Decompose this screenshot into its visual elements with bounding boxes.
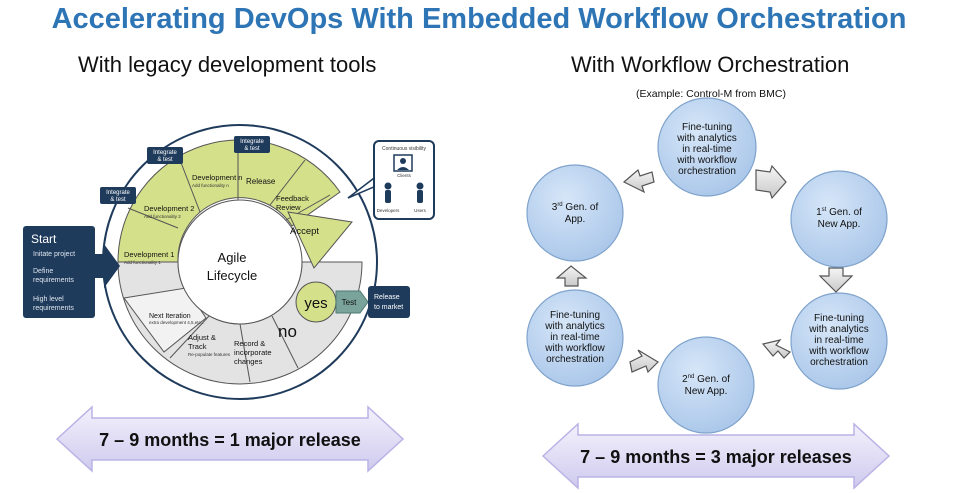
svg-text:& test: & test (110, 197, 126, 203)
visibility-title: Continuous visibility (382, 146, 426, 152)
visibility-users: Users (414, 208, 427, 213)
lifecycle-center (177, 199, 303, 325)
seg-next-sub: extra development 4,5,etc... (149, 320, 205, 325)
seg-devn-sub: Add functionality n (192, 183, 229, 188)
start-item-3a: High level (33, 296, 64, 303)
developers-icon (384, 182, 392, 203)
arrow-gen3-to-top (622, 168, 655, 194)
seg-devn-title: Development n (192, 173, 242, 182)
start-item-2b: requirements (33, 277, 74, 284)
accept-arrowhead (287, 211, 353, 269)
arrow-gen2-to-bottom-left (629, 349, 659, 374)
svg-text:Integrate: Integrate (106, 190, 130, 196)
svg-text:& test: & test (157, 157, 173, 163)
arrow-bottom-right-to-gen2 (761, 339, 792, 359)
release-to-market-2: to market (374, 304, 403, 311)
seg-dev1-title: Development 1 (124, 250, 174, 259)
users-icon (416, 182, 424, 203)
svg-text:& test: & test (244, 146, 260, 152)
left-heading: With legacy development tools (78, 52, 377, 77)
next-iteration-arrow (123, 287, 207, 353)
visibility-box: Continuous visibility Clients Developers… (347, 140, 435, 220)
lime-ring (117, 139, 341, 263)
right-banner: 7 – 9 months = 3 major releases (541, 422, 891, 490)
seg-yes: yes (304, 295, 327, 312)
seg-record-1: Record & (234, 339, 265, 348)
seg-dev1-sub: Add functionality 1 (124, 260, 161, 265)
seg-adjust-1: Adjust & (188, 333, 216, 342)
start-item-2a: Define (33, 268, 53, 275)
arrow-gen1-to-bottom-right (818, 267, 854, 293)
seg-record-2: incorporate (234, 348, 272, 357)
page-title: Accelerating DevOps With Embedded Workfl… (51, 3, 907, 35)
release-to-market-1: Release (374, 294, 400, 301)
visibility-clients: Clients (397, 173, 412, 178)
start-item-1: Initate project (33, 251, 75, 258)
seg-next-title: Next Iteration (149, 313, 191, 320)
arrow-top-to-gen1 (755, 164, 787, 200)
seg-adjust-sub: Re-populate features (188, 352, 231, 357)
left-banner-text: 7 – 9 months = 1 major release (99, 430, 361, 450)
svg-text:Integrate: Integrate (153, 150, 177, 156)
integrate-tag-3: Integrate & test (234, 136, 270, 153)
left-banner: 7 – 9 months = 1 major release (55, 405, 405, 473)
seg-test: Test (342, 298, 357, 307)
seg-record-3: changes (234, 357, 263, 366)
seg-dev2-title: Development 2 (144, 204, 194, 213)
seg-adjust-2: Track (188, 342, 207, 351)
example-note: (Example: Control-M from BMC) (636, 88, 786, 100)
start-title: Start (31, 232, 57, 246)
right-heading: With Workflow Orchestration (571, 52, 850, 77)
seg-feedback-1: Feedback (276, 194, 309, 203)
integrate-tag-1: Integrate & test (100, 187, 136, 204)
start-item-3b: requirements (33, 305, 74, 312)
center-label-lifecycle: Lifecycle (207, 268, 258, 283)
seg-release: Release (246, 177, 276, 186)
release-to-market-box (368, 286, 410, 318)
integrate-tag-2: Integrate & test (147, 147, 183, 164)
arrow-bottom-left-to-gen3 (555, 265, 588, 287)
seg-accept: Accept (290, 226, 319, 237)
test-arrow (335, 290, 369, 314)
seg-no: no (278, 322, 297, 341)
start-box: Start Initate project Define requirement… (23, 226, 120, 318)
svg-text:Integrate: Integrate (240, 139, 264, 145)
center-label-agile: Agile (218, 250, 247, 265)
seg-dev2-sub: Add functionality 2 (144, 214, 181, 219)
visibility-developers: Developers (377, 208, 401, 213)
seg-feedback-2: Review (276, 203, 301, 212)
right-banner-text: 7 – 9 months = 3 major releases (580, 447, 852, 467)
lifecycle-diagram: Agile Lifecycle Development 1 Add functi… (23, 124, 435, 400)
